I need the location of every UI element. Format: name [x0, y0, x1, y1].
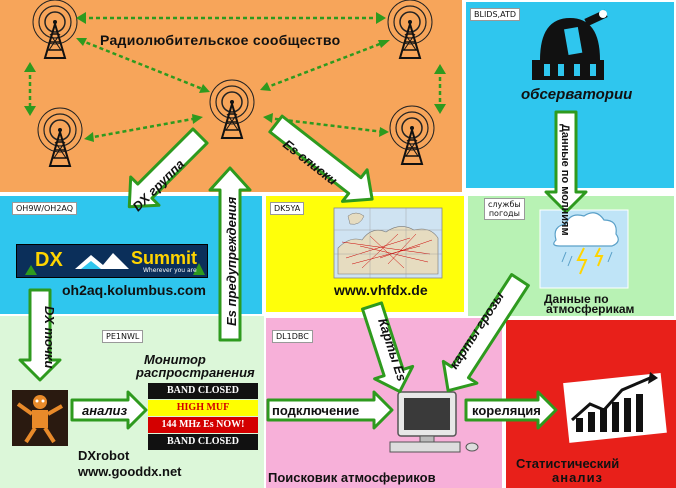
- arrow-es-warnings: [208, 166, 252, 342]
- dxrobot-name: DXrobot: [78, 448, 130, 463]
- vhfdx-tag: DK5YA: [270, 202, 305, 215]
- arrow-label-lightning-data: Данные по молниям: [559, 124, 571, 236]
- arrow-connection: [266, 390, 394, 430]
- arrow-label-analysis: анализ: [82, 403, 127, 418]
- arrow-label-dx-spots: DX точки: [42, 306, 57, 369]
- arrow-es-maps: [360, 301, 415, 394]
- observatory-label: обсерватории: [521, 86, 633, 103]
- dxsummit-url: oh2aq.kolumbus.com: [62, 282, 206, 298]
- community-panel: [0, 0, 462, 192]
- monitor-row: 144 MHz Es NOW!: [148, 417, 258, 433]
- weather-label-line2: атмосферикам: [546, 302, 635, 316]
- weather-tag: службы погоды: [484, 198, 525, 220]
- monitor-row-text: BAND CLOSED: [167, 436, 239, 447]
- weather-tag-line1: службы: [488, 200, 521, 209]
- dashed-link: [87, 116, 199, 140]
- arrow-label-correlation: кореляция: [472, 403, 541, 418]
- dashed-link: [79, 38, 206, 92]
- arrow-correlation: [464, 390, 558, 430]
- dxsummit-logo-text: DX: [35, 249, 63, 271]
- arrow-lightning-data: [544, 110, 588, 214]
- dxrobot-url: www.gooddx.net: [78, 464, 182, 479]
- dxrobot-tag: PE1NWL: [102, 330, 144, 343]
- dashed-link: [267, 116, 385, 134]
- arrow-storm-maps: [441, 273, 530, 393]
- observatory-tag: BLIDS,ATD: [470, 8, 520, 21]
- vhfdx-url: www.vhfdx.de: [334, 282, 428, 298]
- arrow-dx-group: [127, 127, 209, 209]
- statistics-label-line2: анализ: [552, 470, 604, 485]
- community-title: Радиолюбительское сообщество: [100, 32, 341, 48]
- arrow-label-connection: подключение: [272, 403, 359, 418]
- weather-label-line1: Данные по: [544, 292, 609, 306]
- arrow-es-lists: [268, 114, 374, 203]
- monitor-row: HIGH MUF: [148, 400, 258, 416]
- monitor-title-line1: Монитор: [144, 352, 206, 367]
- arrow-label-es-warnings: Es предупреждения: [224, 196, 239, 326]
- monitor-row: BAND CLOSED: [148, 383, 258, 399]
- dl1dbc-label: Поисковик атмосфериков: [268, 470, 436, 485]
- mountain-icon: [25, 253, 205, 275]
- statistics-label-line1: Статистический: [516, 456, 620, 471]
- monitor-row-text: HIGH MUF: [176, 402, 230, 413]
- arrow-dx-spots: [18, 288, 62, 382]
- dxsummit-logo-text2: Summit: [131, 248, 198, 268]
- monitor-row: BAND CLOSED: [148, 434, 258, 450]
- weather-tag-line2: погоды: [488, 209, 520, 218]
- dxsummit-tag: OH9W/OH2AQ: [12, 202, 78, 215]
- dashed-link: [264, 40, 386, 90]
- dxsummit-logo-sub: Wherever you are: [143, 267, 197, 274]
- dxsummit-logo: DX Summit Wherever you are: [16, 244, 208, 278]
- arrow-analysis: [70, 390, 148, 430]
- dl1dbc-tag: DL1DBC: [272, 330, 313, 343]
- monitor-row-text: BAND CLOSED: [167, 385, 239, 396]
- monitor-row-text: 144 MHz Es NOW!: [161, 419, 245, 430]
- monitor-title-line2: распространения: [136, 365, 255, 380]
